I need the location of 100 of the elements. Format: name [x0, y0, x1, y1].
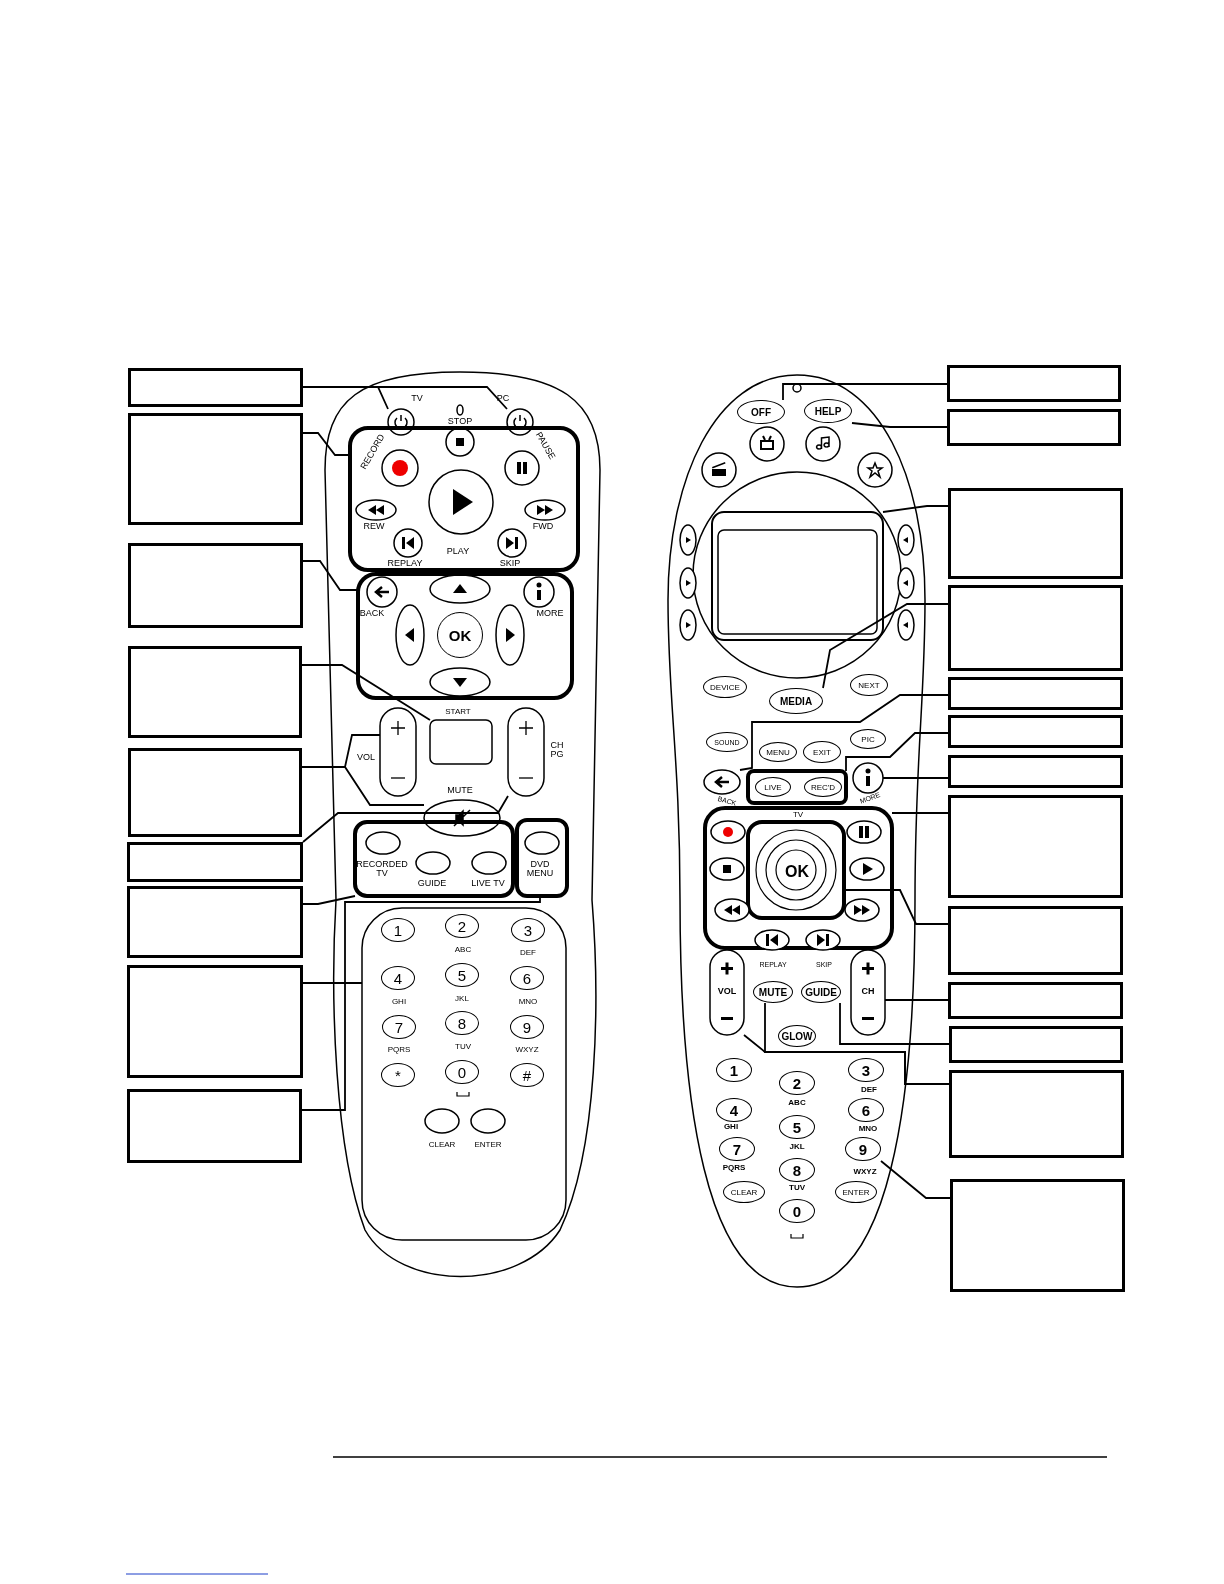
- play-button: [849, 857, 885, 881]
- display-screen: [711, 511, 884, 641]
- leader-line: [891, 812, 949, 814]
- button-label: ENTER: [474, 1140, 502, 1150]
- button-group-frame: [356, 572, 574, 700]
- button-label: MNO: [858, 1124, 878, 1134]
- callout-box: [948, 982, 1123, 1019]
- volume-rocker: [379, 707, 417, 797]
- button-label: START: [445, 707, 471, 717]
- callout-box: [948, 585, 1123, 671]
- leader-line: [302, 432, 351, 456]
- button-label: LIVE TV: [471, 879, 505, 889]
- button-label: DEF: [520, 948, 536, 958]
- callout-box: [127, 965, 303, 1078]
- button-group-frame: [348, 426, 580, 572]
- callout-box: [128, 748, 302, 837]
- callout-box: [947, 365, 1121, 402]
- button-group-frame: [515, 818, 569, 898]
- button-label: DVD MENU: [525, 859, 555, 879]
- callout-box: [128, 413, 303, 525]
- music-button: [805, 426, 841, 462]
- button-label: FWD: [532, 522, 554, 532]
- callout-box: [949, 1026, 1123, 1063]
- button-label: ABC: [788, 1098, 806, 1108]
- button-group-frame: [746, 820, 846, 920]
- button-group-frame: [703, 806, 894, 951]
- pause-button: [846, 820, 882, 844]
- button-label: CH PG: [549, 740, 565, 760]
- channel-rocker: [850, 949, 886, 1036]
- leader-line: [301, 664, 431, 721]
- callout-box: [127, 886, 303, 958]
- callout-box: [948, 795, 1123, 898]
- button-label: TV: [792, 810, 804, 820]
- start-button: [429, 719, 493, 765]
- button-label: PQRS: [387, 1045, 411, 1055]
- leader-line: [884, 999, 949, 1001]
- button-label: WXYZ: [853, 1167, 877, 1177]
- button-label: BACK: [359, 609, 385, 619]
- channel-rocker: [507, 707, 545, 797]
- button-label: PQRS: [722, 1163, 746, 1173]
- button-label: MUTE: [447, 786, 473, 796]
- button-label: WXYZ: [515, 1045, 539, 1055]
- leader-line: [822, 603, 949, 689]
- callout-box: [948, 488, 1123, 579]
- button-label: MORE: [536, 609, 564, 619]
- button-group-frame: [353, 820, 515, 898]
- back-button: [703, 769, 741, 795]
- button-label: GHI: [723, 1122, 739, 1132]
- leader-line: [845, 732, 949, 772]
- callout-box: [127, 842, 303, 882]
- button-label: PLAY: [446, 547, 470, 557]
- button-label: DEF: [861, 1085, 877, 1095]
- leader-line: [882, 777, 949, 779]
- callout-box: [128, 646, 302, 738]
- power-button: [506, 408, 534, 436]
- button-label: STOP: [447, 417, 473, 427]
- button-label: TV: [411, 394, 423, 404]
- leader-line: [302, 895, 356, 905]
- button-label: SKIP: [499, 559, 521, 569]
- callout-box: [128, 368, 303, 407]
- callout-box: [127, 1089, 302, 1163]
- button-label: REW: [363, 522, 385, 532]
- info-button: [852, 762, 884, 794]
- button-label: JKL: [455, 994, 469, 1004]
- button-label: TUV: [789, 1183, 805, 1193]
- button-label: TUV: [455, 1042, 471, 1052]
- leader-line: [302, 560, 359, 591]
- button-label: ABC: [454, 945, 472, 955]
- button-label: CLEAR: [428, 1140, 456, 1150]
- replay-button: [754, 929, 790, 951]
- tv-button: [749, 426, 785, 462]
- volume-rocker: [709, 949, 745, 1036]
- callout-box: [947, 409, 1121, 446]
- leader-line: [839, 1002, 950, 1045]
- leader-line: [301, 895, 541, 1111]
- leader-line: [882, 505, 949, 513]
- button-group-frame: [746, 769, 848, 805]
- record-button: [710, 820, 746, 844]
- button-label: MNO: [518, 997, 538, 1007]
- rewind-button: [714, 898, 750, 922]
- button-label: GHI: [391, 997, 407, 1007]
- leader-line: [739, 694, 949, 771]
- callout-box: [948, 906, 1123, 975]
- button-label: VOL: [357, 753, 375, 763]
- leader-line: [302, 795, 509, 843]
- button-label: REPLAY: [387, 559, 423, 569]
- star-button: [857, 452, 893, 488]
- callout-box: [950, 1179, 1125, 1292]
- button-label: GUIDE: [417, 879, 447, 889]
- leader-line: [851, 422, 948, 428]
- button-label: VOL: [717, 987, 737, 997]
- leader-line: [880, 1160, 951, 1199]
- callout-box: [948, 755, 1123, 788]
- leader-line: [302, 982, 363, 984]
- callout-box: [128, 543, 303, 628]
- fast-forward-button: [844, 898, 880, 922]
- leader-line: [782, 383, 948, 401]
- leader-line: [843, 889, 949, 925]
- power-button: [387, 408, 415, 436]
- button-label: CH: [861, 987, 875, 997]
